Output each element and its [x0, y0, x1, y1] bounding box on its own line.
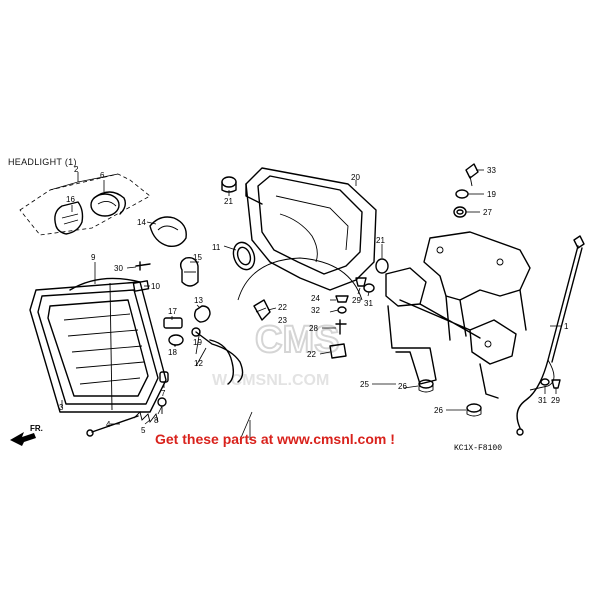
direction-label: FR.: [30, 424, 43, 433]
callout-21-top: 21: [224, 197, 233, 206]
callout-33: 33: [487, 166, 496, 175]
callout-19-right: 19: [487, 190, 496, 199]
spring-5: [133, 411, 159, 424]
bulb-13: [193, 305, 211, 323]
callout-22: 22: [278, 303, 287, 312]
callout-10: 10: [151, 282, 160, 291]
callout-13: 13: [194, 296, 203, 305]
callout-29-top: 29: [352, 296, 361, 305]
ring-11: [232, 241, 256, 271]
screw-4: [86, 415, 139, 437]
callout-21-right: 21: [376, 236, 385, 245]
watermark-arc: [237, 257, 363, 301]
bulb-group-outline: [19, 173, 151, 236]
grommet-26-a: [418, 379, 434, 393]
callout-11: 11: [212, 243, 221, 252]
callout-26-b: 26: [434, 406, 443, 415]
callout-23: 23: [278, 316, 287, 325]
socket-17: [163, 317, 183, 329]
washer-31-right: [540, 378, 550, 386]
callout-31-top: 31: [364, 299, 373, 308]
callout-6: 6: [100, 171, 105, 180]
bolt-30: [135, 261, 151, 271]
cap-14: [149, 216, 187, 248]
callout-16: 16: [66, 195, 75, 204]
footer-link-text[interactable]: Get these parts at www.cmsnl.com !: [155, 431, 395, 447]
nut-10: [132, 280, 150, 292]
leader-lines: [49, 169, 562, 441]
diagram-title: HEADLIGHT (1): [8, 157, 77, 167]
headlight-stay: [385, 231, 531, 399]
bolt-33: [465, 163, 479, 187]
callout-19-left: 19: [193, 338, 202, 347]
headlight-case-20: [245, 167, 377, 291]
callout-14: 14: [137, 218, 146, 227]
callout-9: 9: [91, 253, 96, 262]
callout-17: 17: [168, 307, 177, 316]
speedometer-cable-1: [516, 235, 585, 436]
bulb-15: [179, 256, 199, 287]
callout-18: 18: [168, 348, 177, 357]
callout-30: 30: [114, 264, 123, 273]
callout-24: 24: [311, 294, 320, 303]
front-direction-arrow: FR.: [10, 424, 43, 446]
callout-12: 12: [194, 359, 203, 368]
clip-22-23: [253, 299, 271, 321]
callout-3: 3: [59, 403, 64, 412]
washer-32: [337, 306, 347, 314]
callout-25: 25: [360, 380, 369, 389]
grommet-21-top: [221, 176, 237, 193]
bolt-28: [335, 319, 347, 335]
callouts: 2 6 16 14 9 30 10 15 11 13 17 18 19 12 7…: [59, 165, 569, 435]
callout-5: 5: [141, 426, 146, 435]
grommet-21-right: [375, 258, 389, 274]
watermark-logo: CMS: [255, 319, 339, 361]
bulb-18: [168, 334, 184, 346]
callout-26-a: 26: [398, 382, 407, 391]
callout-4: 4: [106, 420, 111, 429]
callout-32: 32: [311, 306, 320, 315]
bolt-29-right: [551, 379, 561, 389]
wire-12: [191, 327, 244, 385]
grommet-26-b: [466, 403, 482, 417]
callout-8: 8: [154, 416, 159, 425]
clip-22-lower: [329, 343, 347, 359]
socket-6: [90, 191, 127, 217]
bolt-24: [335, 295, 349, 303]
callout-22-lower: 22: [307, 350, 316, 359]
grommet-27: [453, 206, 467, 218]
callout-27: 27: [483, 208, 492, 217]
watermark: CMS W.CMSNL.COM: [212, 257, 363, 389]
callout-20: 20: [351, 173, 360, 182]
callout-29-right: 29: [551, 396, 560, 405]
washer-31-top: [363, 283, 375, 293]
washer-19: [455, 189, 469, 199]
callout-2: 2: [74, 165, 79, 174]
callout-31-right: 31: [538, 396, 547, 405]
diagram-code: KC1X-F8100: [454, 444, 502, 453]
headlight-unit-9: [29, 277, 167, 413]
callout-28: 28: [309, 324, 318, 333]
bulb-16: [54, 201, 84, 235]
watermark-url: W.CMSNL.COM: [212, 372, 329, 389]
callout-7: 7: [161, 389, 166, 398]
callout-15: 15: [193, 253, 202, 262]
callout-1: 1: [564, 322, 569, 331]
